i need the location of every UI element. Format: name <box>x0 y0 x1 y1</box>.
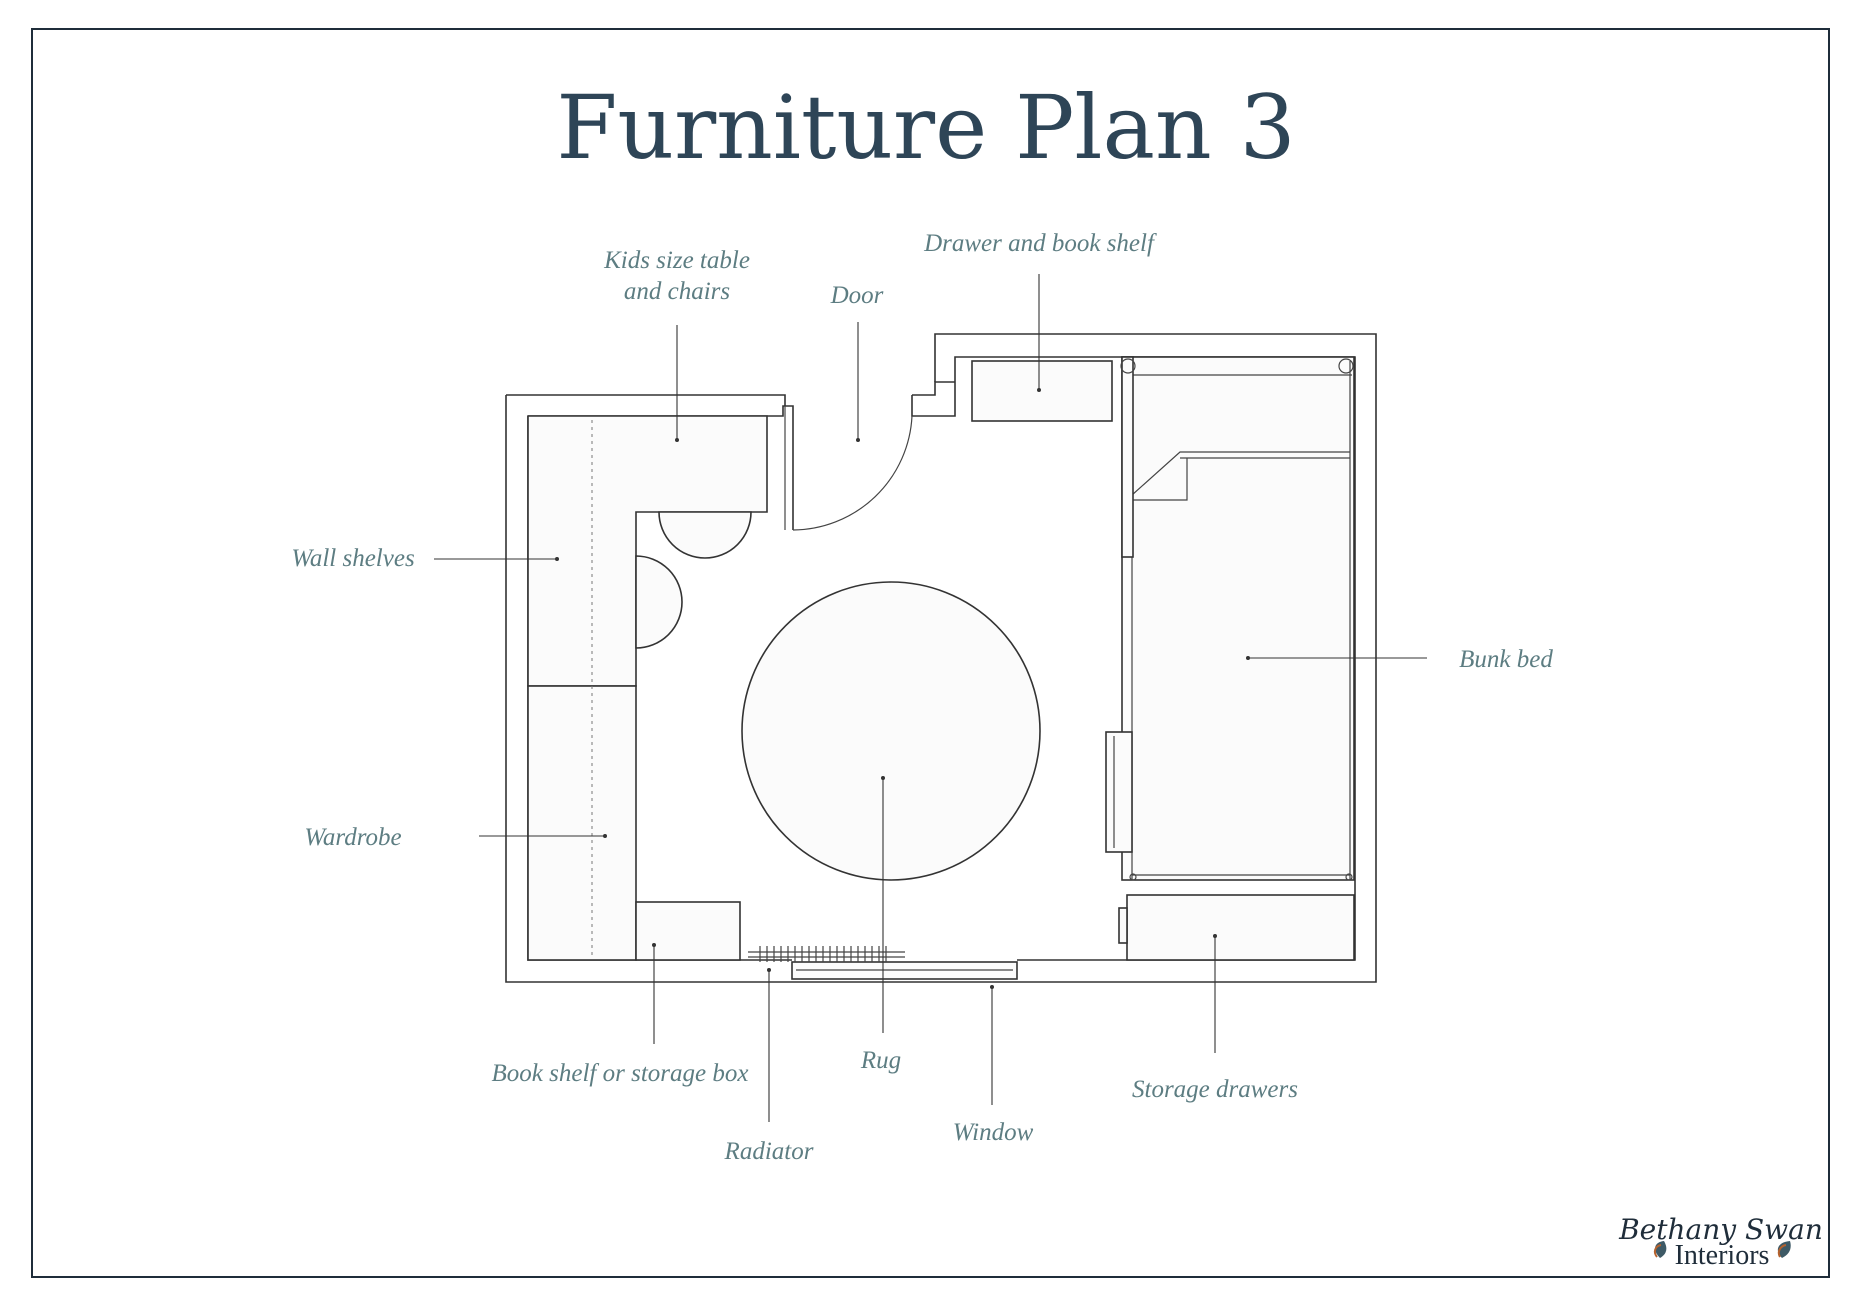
page-title: Furniture Plan 3 <box>556 76 1295 179</box>
logo-line2: Interiors <box>1675 1240 1770 1271</box>
logo-line1: Bethany Swan <box>1618 1213 1823 1246</box>
label-wall-shelves: Wall shelves <box>291 545 414 572</box>
storage-drawers <box>1126 894 1355 961</box>
label-kids-table-line1: Kids size table <box>603 247 750 274</box>
bunk-bed <box>1105 356 1355 881</box>
label-rug: Rug <box>860 1047 901 1074</box>
label-door: Door <box>830 282 884 309</box>
storage-drawer-handle <box>1118 907 1128 944</box>
door-swing <box>792 415 913 531</box>
drawer-and-book-shelf <box>971 360 1113 422</box>
leaf-icon-right <box>1777 1241 1791 1258</box>
leaf-accent-right <box>1777 1244 1787 1258</box>
label-storage-drawers: Storage drawers <box>1132 1076 1298 1103</box>
company-logo: Bethany Swan Interiors <box>1618 1213 1823 1271</box>
chair-top <box>658 511 752 559</box>
label-bunk-bed: Bunk bed <box>1459 646 1553 673</box>
label-drawer-book-shelf: Drawer and book shelf <box>923 230 1157 257</box>
label-kids-table-line2: and chairs <box>624 278 730 305</box>
rug <box>741 581 1041 881</box>
label-book-shelf-storage-box: Book shelf or storage box <box>492 1060 749 1087</box>
book-shelf-storage-box <box>635 901 741 961</box>
wardrobe <box>527 685 637 961</box>
leaf-accent-left <box>1653 1244 1662 1258</box>
label-window: Window <box>953 1119 1034 1146</box>
page-frame <box>31 28 1830 1278</box>
label-wardrobe: Wardrobe <box>304 824 401 851</box>
radiator <box>748 946 905 962</box>
door-jamb <box>912 381 955 396</box>
leader-lines <box>434 274 1427 1122</box>
label-radiator: Radiator <box>724 1138 814 1165</box>
chair-left <box>635 555 683 649</box>
